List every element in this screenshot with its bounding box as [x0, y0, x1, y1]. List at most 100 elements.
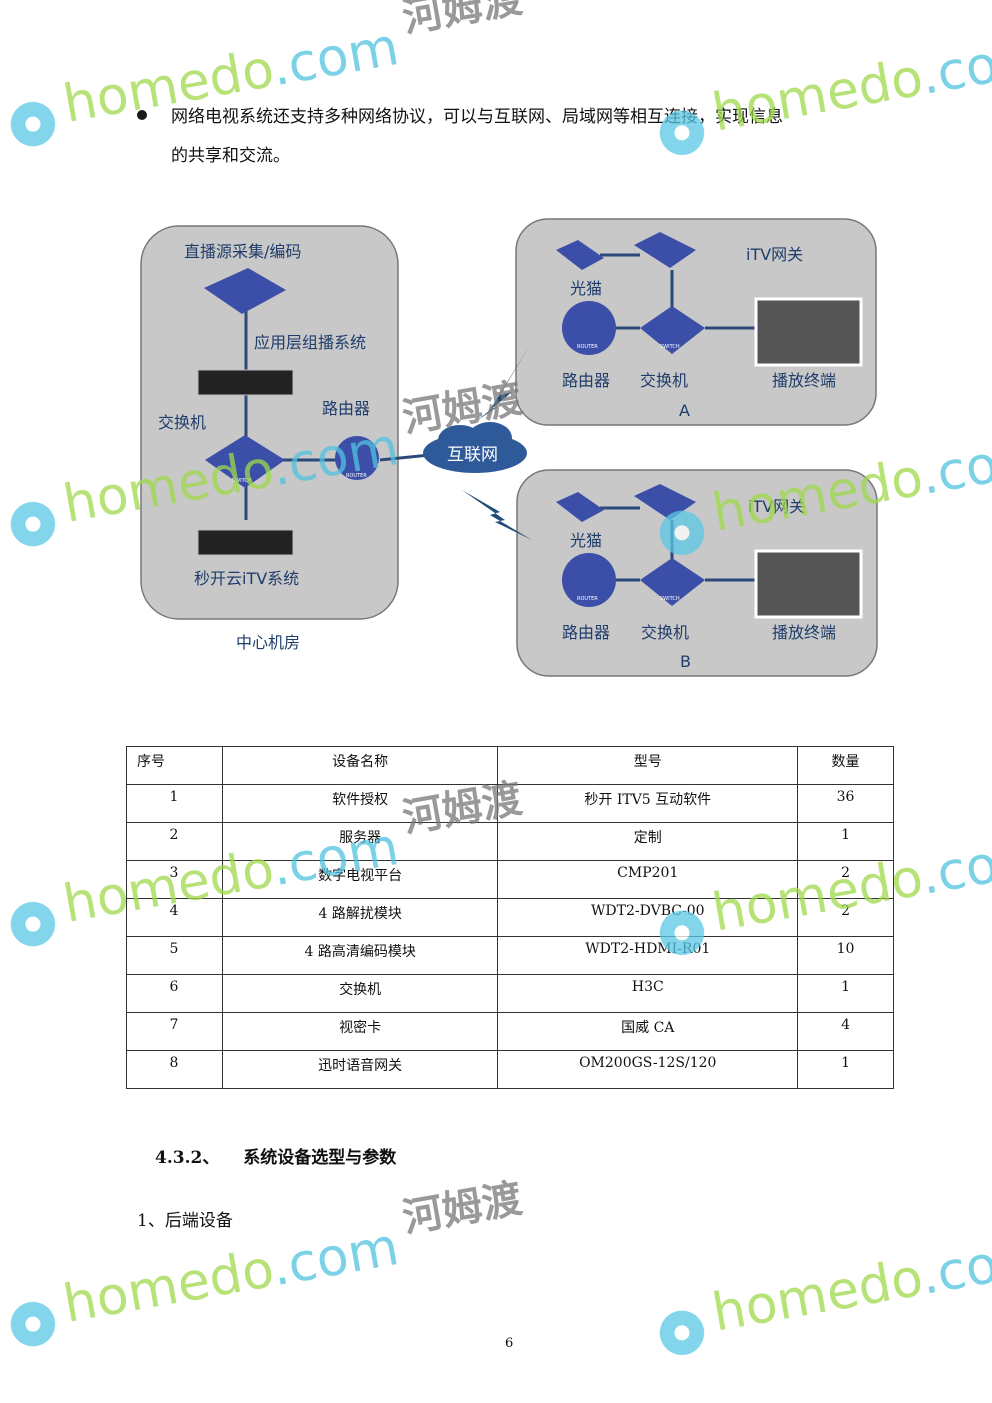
bullet-text-line1: 网络电视系统还支持多种网络协议，可以与互联网、局域网等相互连接，实现信息	[171, 107, 783, 127]
diagram-label: 应用层组播系统	[254, 333, 366, 352]
diagram-label: 中心机房	[236, 633, 300, 652]
table-cell: 交换机	[221, 974, 499, 1013]
internet-label: 互联网	[447, 445, 498, 465]
network-diagram: 互联网 直播源采集/编码 应用层组播系统 交换机 路由器 秒开云iTV系统 中心…	[140, 218, 878, 677]
server-icon	[197, 369, 294, 396]
table-cell: 1	[126, 784, 223, 823]
table-cell: 服务器	[221, 822, 499, 861]
diagram-label: iTV网关	[748, 497, 805, 516]
modem-icon	[556, 492, 604, 522]
section-title: 系统设备选型与参数	[243, 1148, 397, 1168]
table-cell: 10	[797, 936, 894, 975]
diagram-label: 路由器	[562, 623, 610, 642]
table-cell: 4	[797, 1012, 894, 1051]
diagram-label: 播放终端	[772, 371, 836, 390]
table-cell: CMP201	[497, 860, 799, 899]
table-cell: 5	[126, 936, 223, 975]
table-cell: 定制	[497, 822, 799, 861]
switch-icon	[205, 435, 285, 488]
diagram-label: 光猫	[570, 531, 602, 550]
wireless-link-b-icon	[462, 490, 532, 540]
diagram-label: 光猫	[570, 279, 602, 298]
table-cell: 7	[126, 1012, 223, 1051]
switch-icon	[640, 306, 705, 354]
table-cell: 8	[126, 1050, 223, 1089]
table-cell: 迅时语音网关	[221, 1050, 499, 1089]
diagram-label: 交换机	[640, 371, 688, 390]
table-cell: 1	[797, 1050, 894, 1089]
section-heading: 4.3.2、 系统设备选型与参数	[155, 1143, 396, 1168]
table-cell: 4	[126, 898, 223, 937]
diagram-label: 播放终端	[772, 623, 836, 642]
diagram-label: ROUTER	[577, 596, 598, 602]
header-cell: 数量	[797, 746, 894, 785]
table-cell: 软件授权	[221, 784, 499, 823]
diagram-label: ROUTER	[346, 473, 367, 479]
diagram-label: 秒开云iTV系统	[194, 569, 299, 588]
table-cell: 视密卡	[221, 1012, 499, 1051]
subsection-heading: 1、后端设备	[137, 1211, 233, 1231]
diagram-label: 交换机	[158, 413, 206, 432]
table-cell: 3	[126, 860, 223, 899]
table-cell: 国威 CA	[497, 1012, 799, 1051]
table-cell: 1	[797, 974, 894, 1013]
table-cell: H3C	[497, 974, 799, 1013]
server-icon	[197, 529, 294, 556]
gateway-icon	[634, 232, 696, 268]
bullet-text-line2: 的共享和交流。	[171, 146, 290, 166]
diagram-label: A	[679, 401, 690, 420]
diagram-label: 交换机	[641, 623, 689, 642]
table-cell: 4 路高清编码模块	[221, 936, 499, 975]
switch-icon	[640, 558, 705, 606]
tv-terminal-icon	[754, 297, 863, 367]
watermark: homedo.com	[647, 1226, 992, 1365]
header-cell: 序号	[126, 746, 223, 785]
table-cell: 秒开 ITV5 互动软件	[497, 784, 799, 823]
table-cell: WDT2-DVBC-00	[497, 898, 799, 937]
table-cell: 36	[797, 784, 894, 823]
diagram-label: 路由器	[562, 371, 610, 390]
table-cell: OM200GS-12S/120	[497, 1050, 799, 1089]
encoder-device-icon	[204, 268, 286, 314]
table-cell: 数字电视平台	[221, 860, 499, 899]
table-cell: 6	[126, 974, 223, 1013]
table-cell: 2	[126, 822, 223, 861]
table-cell: 2	[797, 860, 894, 899]
tv-terminal-icon	[754, 549, 863, 619]
table-cell: WDT2-HDMI-R01	[497, 936, 799, 975]
internet-cloud-icon	[423, 422, 527, 473]
table-cell: 1	[797, 822, 894, 861]
diagram-label: ROUTER	[577, 344, 598, 350]
diagram-label: 直播源采集/编码	[184, 242, 301, 261]
router-icon	[562, 553, 616, 607]
diagram-label: SWITCH	[660, 344, 680, 350]
page-number: 6	[505, 1336, 514, 1351]
bullet-dot	[137, 110, 147, 120]
header-cell: 型号	[497, 746, 799, 785]
diagram-label: SWITCH	[232, 478, 252, 484]
router-icon	[335, 436, 379, 480]
table-cell: 2	[797, 898, 894, 937]
diagram-label: B	[680, 652, 691, 671]
diagram-label: SWITCH	[660, 596, 680, 602]
router-icon	[562, 301, 616, 355]
diagram-label: 路由器	[322, 399, 370, 418]
header-cell: 设备名称	[221, 746, 499, 785]
watermark: homedo.com河姆渡	[0, 1176, 533, 1357]
modem-icon	[556, 240, 604, 270]
table-header-row: 序号 设备名称 型号 数量	[126, 746, 894, 785]
section-number: 4.3.2、	[155, 1148, 220, 1168]
site-b-panel	[516, 469, 878, 677]
table-cell: 4 路解扰模块	[221, 898, 499, 937]
diagram-label: iTV网关	[746, 245, 803, 264]
